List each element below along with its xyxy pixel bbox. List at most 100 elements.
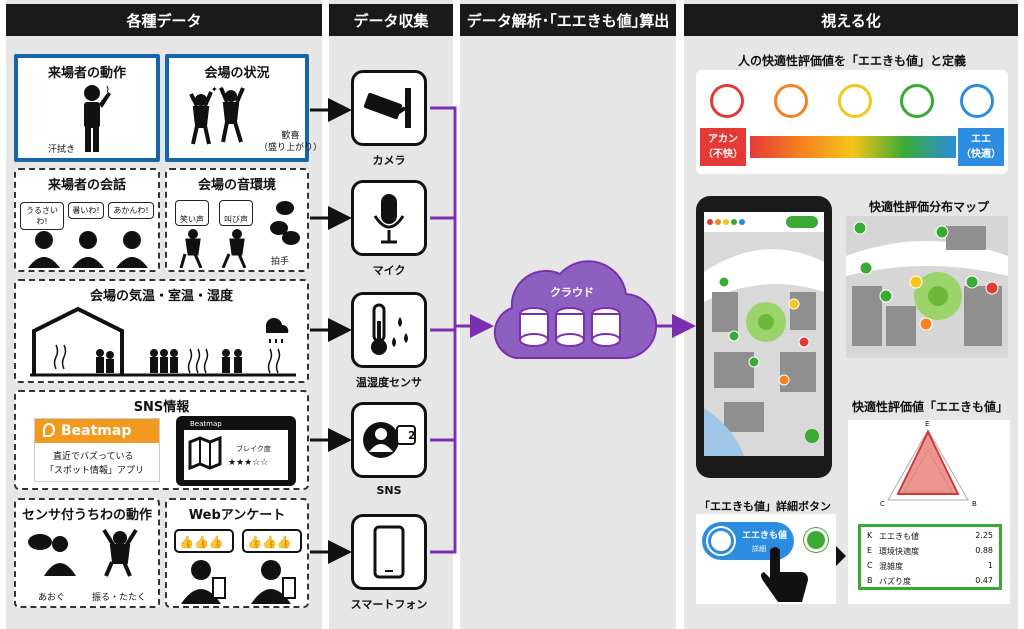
laughing-people-icon [179, 229, 247, 268]
fan-caption-1: あおぐ [38, 593, 66, 603]
thermo-sensor-device [351, 292, 427, 368]
beatmap-card: Beatmap 直近でバズっている 「スポット情報」アプリ [34, 418, 160, 482]
visualization-heading: 視える化 [684, 4, 1018, 36]
talking-people-icon [28, 231, 148, 268]
score-value: 1 [987, 561, 993, 570]
arrow-to-table-icon [836, 546, 846, 566]
web-survey-title: Webアンケート [188, 508, 286, 523]
comfort-gradient-bar [750, 136, 956, 158]
score-key: C [867, 561, 873, 570]
microphone-icon [373, 194, 405, 244]
visitor-talk-box: 来場者の会話 うるさいわ! 暑いわ! あかんわ! [14, 168, 160, 272]
talk-bubble: 暑いわ! [68, 202, 104, 219]
sns-device: 2 [351, 402, 427, 478]
venue-status-caption: 歓喜 （盛り上がり） [259, 131, 323, 153]
refresh-icon[interactable] [804, 528, 828, 552]
eekimo-button-sub: 詳細 [752, 545, 766, 553]
camera-icon [363, 88, 411, 128]
fan-title: センサ付うちわの動作 [21, 508, 152, 523]
radar-axis-top: E [925, 420, 930, 428]
venue-sound-title: 会場の音環境 [197, 178, 276, 193]
scale-title: 人の快適性評価値を「エエきも値」と定義 [737, 54, 966, 68]
mic-label: マイク [372, 264, 406, 277]
thermo-sensor-label: 温湿度センサ [356, 376, 422, 389]
score-name: 混雑度 [879, 562, 903, 571]
happy-face-badge-icon [708, 528, 734, 554]
button-panel: エエきも値 詳細 [696, 514, 836, 604]
sound-bubble: 笑い声 [175, 200, 209, 226]
svg-text:👍👍👍: 👍👍👍 [179, 535, 224, 549]
venue-climate-title: 会場の気温・室温・湿度 [89, 289, 233, 304]
visitor-motion-box: 来場者の動作 汗拭き [14, 54, 160, 162]
beatmap-name: Beatmap [61, 423, 132, 439]
break-degree-label: ブレイク度 [236, 445, 271, 453]
talk-bubble: あかんわ! [108, 202, 154, 219]
analysis-heading: データ解析･｢エエきも値｣算出 [460, 4, 676, 36]
app-screen [704, 212, 824, 456]
cloud-icon [493, 260, 657, 360]
break-degree-stars: ★★★☆☆ [228, 458, 269, 468]
radar-title: 快適性評価値「エエきも値」 [851, 400, 1008, 414]
svg-text:👍👍👍: 👍👍👍 [247, 535, 292, 549]
score-key: B [867, 576, 873, 585]
score-key: E [867, 546, 873, 555]
venue-sound-box: 会場の音環境 笑い声 叫び声 拍手 [165, 168, 309, 272]
happy-face-icon [960, 84, 994, 118]
beatmap-pin-icon [43, 423, 55, 437]
smartphone-label: スマートフォン [350, 598, 428, 611]
button-title: 「エエきも値」詳細ボタン [699, 500, 831, 513]
fan-box: センサ付うちわの動作 あおぐ 振る・たたく [14, 498, 160, 608]
score-row: C 混雑度 1 [867, 561, 993, 572]
score-value: 0.47 [975, 576, 993, 585]
sad-face-icon [774, 84, 808, 118]
venue-climate-box: 会場の気温・室温・湿度 [14, 279, 309, 383]
fan-waving-icon [28, 528, 138, 577]
beatmap-desc-1: 直近でバズっている [53, 452, 134, 462]
comfortable-label: エエ （快適） [958, 128, 1004, 166]
score-name: エエきも値 [879, 532, 919, 541]
map-title: 快適性評価分布マップ [868, 200, 989, 214]
score-value: 0.88 [975, 546, 993, 555]
venue-status-box: 会場の状況 ✦✦ 歓喜 （盛り上がり） [165, 54, 322, 162]
tapping-hand-icon [761, 547, 808, 602]
sns-label: SNS [376, 484, 402, 497]
venue-sound-caption: 拍手 [271, 257, 290, 267]
distribution-map-view [846, 221, 1008, 346]
sns-phone: Beatmap ブレイク度 ★★★☆☆ [176, 416, 296, 486]
thermometer-icon [371, 303, 408, 355]
neutral-face-icon [838, 84, 872, 118]
scale-panel: アカン （不快） エエ （快適） [696, 70, 1008, 174]
web-survey-box: Webアンケート 👍👍👍 👍👍👍 [165, 498, 309, 608]
cloud-label: クラウド [550, 286, 594, 299]
radar-axis-right: B [972, 500, 977, 508]
uncomfortable-label: アカン （不快） [700, 128, 746, 166]
visitor-motion-title: 来場者の動作 [47, 66, 126, 81]
venue-building-icon [30, 306, 296, 377]
camera-label: カメラ [372, 154, 406, 167]
cheering-crowd-icon: ✦✦ [189, 85, 245, 145]
score-name: バズり度 [879, 577, 911, 586]
sns-user-icon [363, 422, 416, 458]
visitor-motion-caption: 汗拭き [48, 145, 76, 155]
sns-phone-app: Beatmap [190, 420, 222, 428]
survey-people-icon: 👍👍👍 👍👍👍 [174, 529, 302, 604]
data-types-heading: 各種データ [6, 4, 322, 36]
svg-text:✦✦: ✦✦ [211, 85, 225, 94]
sns-notification-badge: 2 [408, 429, 416, 442]
radar-axis-left: C [880, 500, 885, 508]
folded-map-icon [188, 436, 222, 470]
mic-device [351, 180, 427, 256]
smartphone-device [351, 514, 427, 590]
beatmap-desc-2: 「スポット情報」アプリ [45, 466, 145, 476]
distribution-map [846, 216, 1008, 358]
sns-box: SNS情報 Beatmap 直近でバズっている 「スポット情報」アプリ Beat… [14, 390, 309, 490]
collection-heading: データ収集 [329, 4, 453, 36]
sns-phone-screen: ブレイク度 ★★★☆☆ [184, 430, 288, 480]
visitor-talk-title: 来場者の会話 [47, 178, 126, 193]
score-value: 2.25 [975, 531, 993, 540]
venue-status-title: 会場の状況 [204, 66, 270, 81]
